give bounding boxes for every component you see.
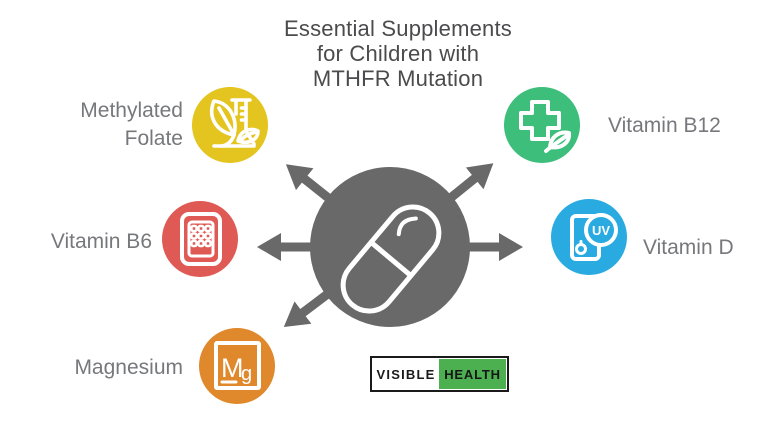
label-vitamin-b12: Vitamin B12 (608, 114, 721, 137)
visible-health-logo: VISIBLE HEALTH (370, 356, 509, 392)
logo-health-text: HEALTH (439, 359, 506, 389)
label-magnesium: Magnesium (74, 356, 183, 379)
circle-methylated-folate (192, 87, 268, 163)
sunscreen-uv-bottle-icon: UV (570, 213, 618, 261)
flask-leaves-icon (209, 98, 260, 148)
title-line: MTHFR Mutation (312, 66, 484, 91)
circle-vitamin-b12 (504, 87, 580, 163)
magnesium-element-icon: M g (214, 341, 261, 390)
uv-text: UV (592, 223, 610, 238)
label-vitamin-b6: Vitamin B6 (50, 230, 152, 253)
circle-magnesium: M g (199, 328, 275, 404)
logo-visible-text: VISIBLE (376, 366, 436, 382)
label-methylated-folate: Methylated Folate (80, 99, 183, 150)
title-line: Essential Supplements (284, 16, 512, 41)
title-line: for Children with (316, 41, 480, 66)
label-vitamin-d: Vitamin D (643, 236, 734, 259)
circle-vitamin-b6 (162, 201, 238, 277)
hub-circle (310, 167, 470, 327)
pill-blister-pack-icon (180, 212, 222, 266)
capsule-pill-icon (340, 204, 442, 314)
page-title: Essential Supplements for Children with … (208, 16, 588, 91)
mg-symbol-m: M (221, 353, 244, 383)
medical-cross-leaf-icon (519, 100, 572, 153)
circle-vitamin-d: UV (551, 199, 627, 275)
mg-symbol-g: g (241, 363, 252, 385)
